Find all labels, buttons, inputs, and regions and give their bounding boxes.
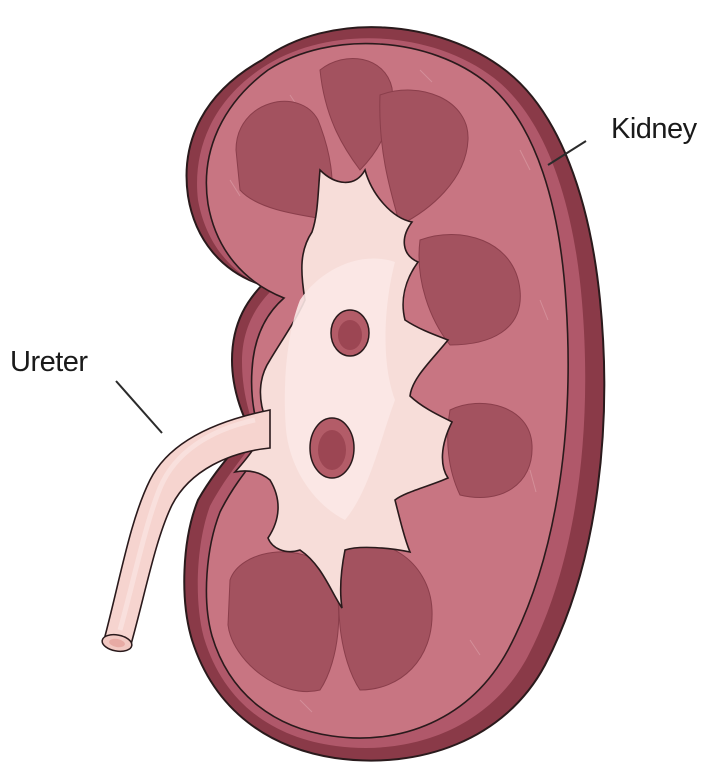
pyramid-right-upper bbox=[418, 233, 521, 346]
renal-vessels bbox=[309, 309, 370, 479]
pyramid-top-left bbox=[235, 100, 333, 221]
kidney-label: Kidney bbox=[611, 113, 697, 145]
pyramid-bottom-right bbox=[338, 543, 433, 691]
vessel-lower-inner bbox=[318, 430, 346, 470]
vessel-upper-inner bbox=[338, 320, 362, 350]
pyramid-right-middle bbox=[447, 403, 533, 499]
cortex-striations bbox=[229, 69, 549, 713]
pyramid-bottom-left bbox=[227, 551, 340, 692]
ureter-highlight bbox=[117, 417, 256, 631]
kidney-leader-line bbox=[547, 140, 587, 166]
pyramid-top-right bbox=[379, 89, 469, 226]
ureter-label: Ureter bbox=[10, 346, 88, 378]
ureter-leader-line bbox=[115, 380, 163, 434]
renal-pyramids bbox=[227, 57, 533, 692]
ureter-lumen bbox=[109, 638, 125, 648]
